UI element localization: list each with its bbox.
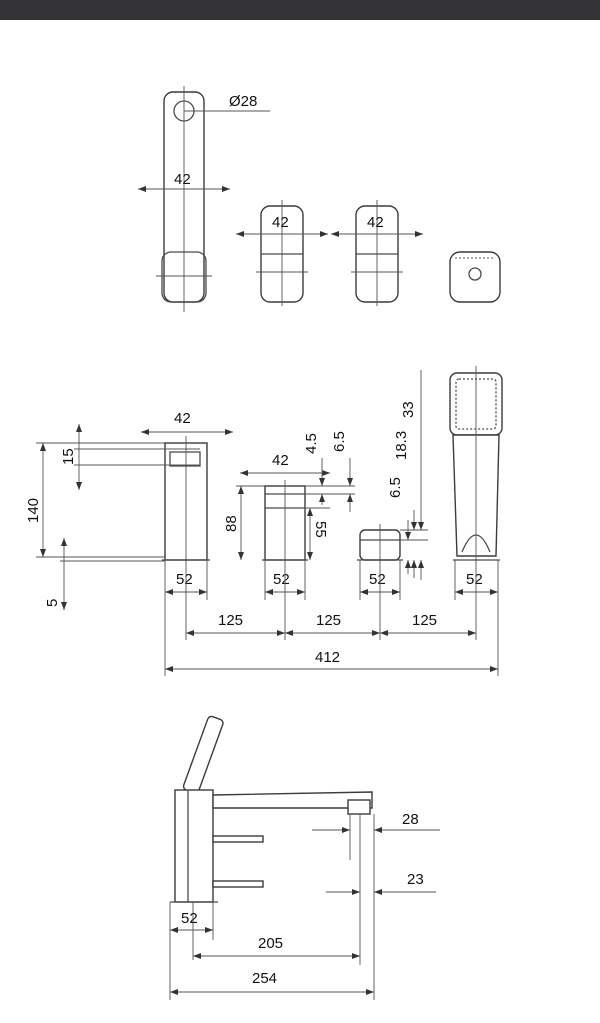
front-diverter-top-label: 33 [400, 401, 417, 418]
side-outlet-offset-label: 23 [407, 871, 424, 888]
front-spacing-2: 125 [316, 612, 341, 629]
side-lever-1 [212, 835, 264, 843]
front-handle-lower-label: 55 [312, 521, 329, 538]
side-lever-2 [212, 880, 264, 888]
side-body [174, 789, 214, 903]
front-handle-gap2-label: 6.5 [331, 431, 348, 452]
front-base-dims: 52 52 52 52 [164, 560, 499, 676]
front-handle-height-label: 88 [223, 515, 240, 532]
front-view: 15 42 140 5 42 88 4.5 6.5 55 [25, 366, 503, 676]
top-handle-2-width-label: 42 [367, 214, 384, 231]
front-spout-height-label: 140 [25, 498, 42, 523]
front-spout-base-label: 5 [44, 599, 61, 607]
front-handle-gap1-label: 4.5 [303, 433, 320, 454]
top-spout-diameter-label: Ø28 [229, 93, 257, 110]
front-base-width-4: 52 [466, 571, 483, 588]
side-overall-depth-label: 254 [252, 970, 277, 987]
side-reach-label: 205 [258, 935, 283, 952]
front-diverter-mid-label: 18.3 [393, 431, 410, 460]
front-spacing-1: 125 [218, 612, 243, 629]
front-spout-thickness-label: 15 [60, 448, 77, 465]
front-base-width-2: 52 [273, 571, 290, 588]
front-base-width-3: 52 [369, 571, 386, 588]
top-handle-1-width-label: 42 [272, 214, 289, 231]
side-outlet [347, 799, 371, 815]
side-view: 28 23 52 205 254 [169, 715, 440, 1000]
front-handle-width-label: 42 [272, 452, 289, 469]
front-spacing-3: 125 [412, 612, 437, 629]
top-bar [0, 0, 600, 20]
side-outlet-diameter-label: 28 [402, 811, 419, 828]
top-view: Ø28 42 42 42 [138, 86, 501, 312]
front-diverter-low-label: 6.5 [387, 477, 404, 498]
front-spout-width-label: 42 [174, 410, 191, 427]
front-overall-width-label: 412 [315, 649, 340, 666]
side-hand-shower [182, 715, 224, 794]
front-base-width-1: 52 [176, 571, 193, 588]
front-spacing-dims: 125 125 125 [185, 566, 477, 640]
top-hand-shower [449, 251, 501, 303]
side-base-width-label: 52 [181, 910, 198, 927]
top-spout-width-label: 42 [174, 171, 191, 188]
side-spout-arm [212, 791, 373, 809]
